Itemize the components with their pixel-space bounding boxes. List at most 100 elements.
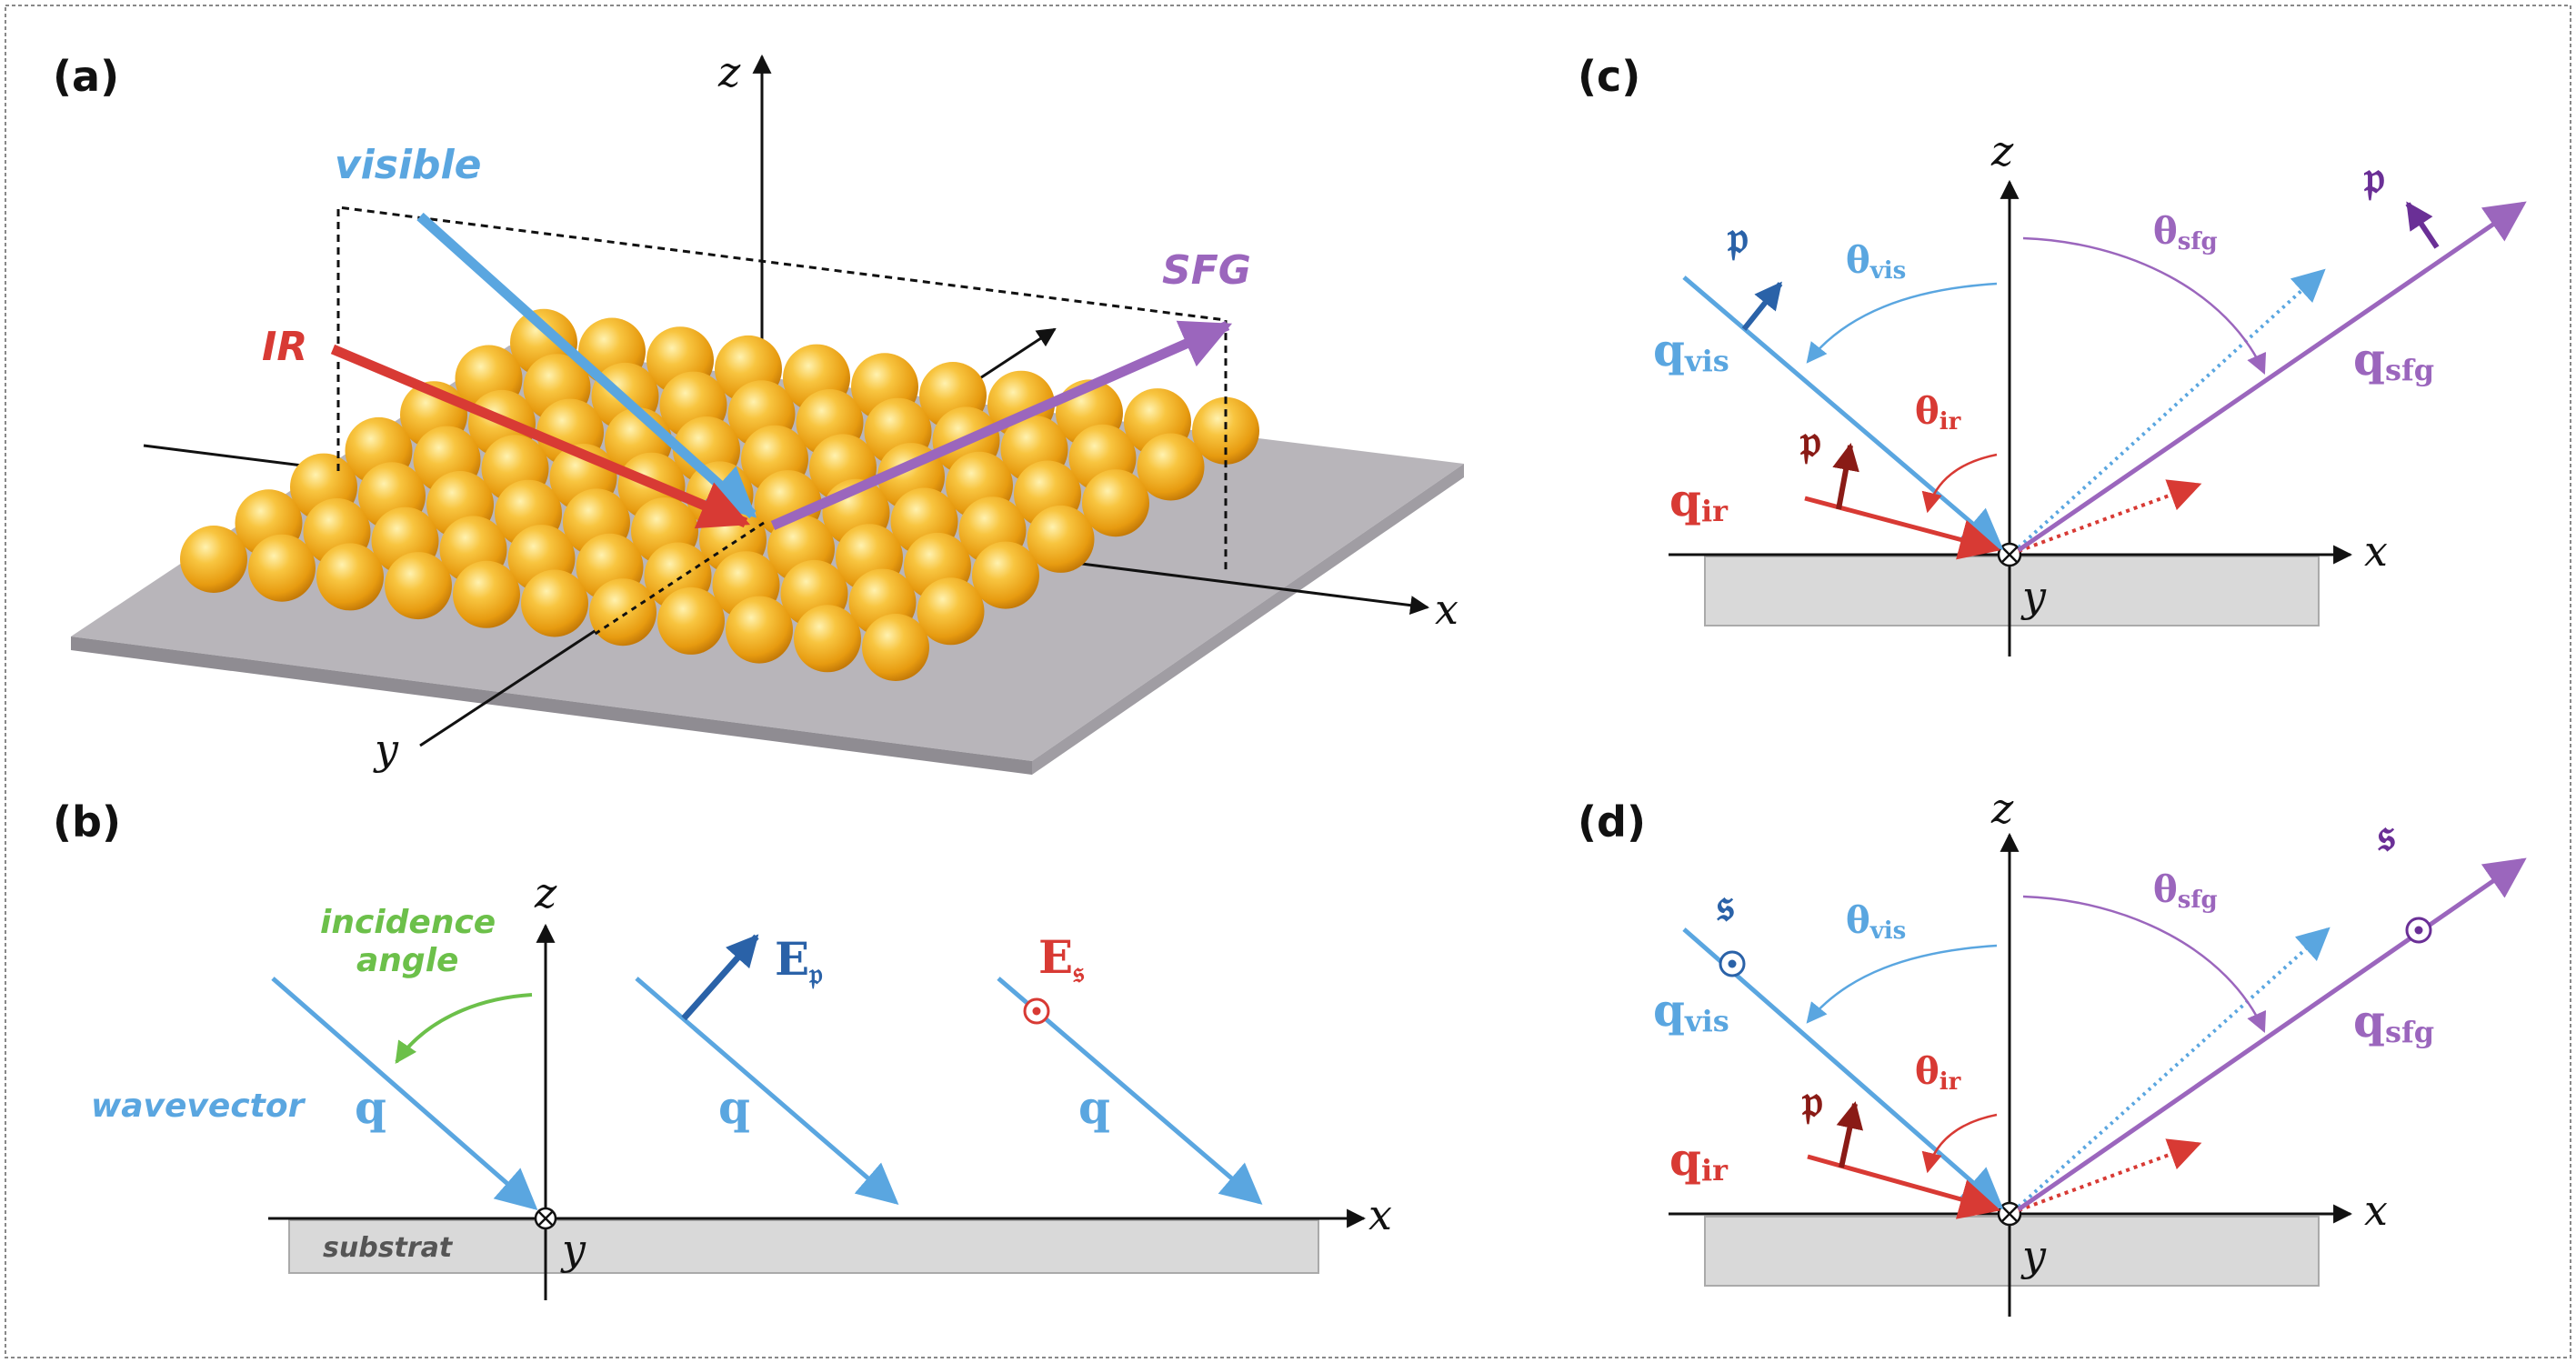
theta-ir-sub-d: ir xyxy=(1940,1068,1961,1096)
q-vis-main-c: q xyxy=(1653,323,1685,376)
substrate-label: substrat xyxy=(323,1232,454,1264)
substrate-rect-c xyxy=(1704,556,2320,626)
es-label-sub: 𝔰 xyxy=(1072,955,1085,989)
y-axis-marker-b xyxy=(534,1207,557,1230)
pol-ir-label-d: 𝔭 xyxy=(1801,1074,1823,1127)
nanoparticle xyxy=(794,605,861,673)
theta-sfg-sub-d: sfg xyxy=(2178,887,2218,914)
incidence-angle-label-1: incidence xyxy=(320,904,496,941)
axis-x-label-d: x xyxy=(2364,1186,2388,1235)
q-ir-sub-c: ir xyxy=(1701,494,1729,528)
q-vis-line-c xyxy=(1682,276,2004,550)
q-ir-main-d: q xyxy=(1669,1132,1701,1186)
panel-c: (c) z x y 𝔭 qvis 𝔭 qir 𝔭 qsfg θvis xyxy=(1578,52,2527,656)
theta-ir-label-d: θir xyxy=(1915,1050,1961,1096)
theta-vis-arc-c xyxy=(1806,282,1998,364)
q-sfg-main-d: q xyxy=(2353,994,2385,1047)
pol-vis-marker-d xyxy=(1719,950,1746,977)
theta-ir-arc-d xyxy=(1921,1113,1998,1174)
q-ir-sub-d: ir xyxy=(1701,1153,1729,1188)
q-sfg-main-c: q xyxy=(2353,332,2385,386)
es-field-marker xyxy=(1023,997,1050,1025)
reflected-vis-dotted-d xyxy=(2017,927,2330,1208)
theta-sfg-arc-d xyxy=(2022,895,2267,1034)
sfg-beam-label: SFG xyxy=(1162,247,1251,294)
plane-of-incidence xyxy=(336,205,1228,575)
q-sfg-label-c: qsfg xyxy=(2353,332,2434,387)
pol-ir-arrow-c xyxy=(1832,443,1859,510)
pol-vis-arrow-c xyxy=(1741,281,1783,331)
theta-sfg-main-d: θ xyxy=(2153,868,2178,911)
q-sfg-line-d xyxy=(2017,857,2527,1212)
q-label-1: q xyxy=(355,1080,386,1134)
pol-sfg-label-d: 𝔰 xyxy=(2377,807,2395,861)
reflected-ir-dotted-c xyxy=(2018,479,2202,553)
theta-vis-label-d: θvis xyxy=(1846,899,1906,945)
pol-vis-label-c: 𝔭 xyxy=(1727,210,1749,264)
figure-border xyxy=(5,5,2571,1358)
q-vis-label-d: qvis xyxy=(1653,983,1729,1038)
substrate-slab-front xyxy=(71,636,1032,775)
q-vis-main-d: q xyxy=(1653,983,1685,1037)
q-sfg-sub-d: sfg xyxy=(2385,1015,2434,1049)
q-ir-label-d: qir xyxy=(1669,1132,1729,1188)
ir-beam xyxy=(330,344,751,529)
theta-ir-main-c: θ xyxy=(1915,390,1940,433)
theta-sfg-label-d: θsfg xyxy=(2153,868,2218,914)
theta-ir-main-d: θ xyxy=(1915,1050,1940,1093)
nanoparticle xyxy=(1027,505,1095,573)
theta-ir-label-c: θir xyxy=(1915,390,1961,436)
pol-vis-label-d: 𝔰 xyxy=(1716,877,1734,931)
nanoparticle xyxy=(1192,396,1259,465)
es-label-main: E xyxy=(1038,930,1073,984)
substrate-rect-b xyxy=(288,1219,1319,1274)
axis-z-label-b: z xyxy=(534,868,557,917)
theta-sfg-arc-c xyxy=(2022,236,2267,376)
panel-d: (d) z x y 𝔰 qvis 𝔭 qir xyxy=(1578,784,2527,1317)
q-vis-label-c: qvis xyxy=(1653,323,1729,378)
wavevector-label: wavevector xyxy=(91,1087,306,1125)
q-label-2: q xyxy=(718,1080,750,1134)
axis-z-label-d: z xyxy=(1990,784,2014,833)
axis-z-label-c: z xyxy=(1990,126,2014,175)
theta-vis-arc-d xyxy=(1806,944,1998,1024)
panel-b-label: (b) xyxy=(53,797,121,847)
reflected-ir-dotted-d xyxy=(2018,1138,2202,1212)
visible-beam xyxy=(416,212,757,519)
axis-x-label: x xyxy=(1435,585,1458,634)
nanoparticle xyxy=(589,578,657,646)
nanoparticle xyxy=(180,526,247,593)
q-sfg-sub-c: sfg xyxy=(2385,353,2434,387)
nanoparticle xyxy=(385,552,452,620)
panel-c-label: (c) xyxy=(1578,52,1640,101)
q-sfg-line-c xyxy=(2017,201,2527,553)
nanoparticle xyxy=(972,541,1039,609)
nanoparticle xyxy=(726,596,793,664)
q-vis-sub-c: vis xyxy=(1684,344,1729,378)
pol-sfg-arrow-c xyxy=(2405,201,2440,249)
nanoparticle xyxy=(453,560,520,628)
axis-x-label-b: x xyxy=(1368,1190,1392,1239)
nanoparticle xyxy=(862,614,929,681)
nanoparticle xyxy=(917,577,985,646)
panel-a: (a) visible IR SFG z x y xyxy=(53,47,1464,775)
y-axis-marker-c xyxy=(1997,542,2022,567)
visible-beam-label: visible xyxy=(335,142,481,188)
nanoparticle xyxy=(248,534,316,602)
q-ir-label-c: qir xyxy=(1669,473,1729,528)
q-vis-sub-d: vis xyxy=(1684,1004,1729,1038)
q-ir-line-d xyxy=(1807,1154,2001,1219)
nanoparticle xyxy=(1082,469,1149,537)
ep-label-sub: 𝔭 xyxy=(808,957,823,991)
es-label: E𝔰 xyxy=(1038,930,1085,989)
y-axis-marker-d xyxy=(1997,1201,2022,1227)
theta-sfg-sub-c: sfg xyxy=(2178,228,2218,256)
theta-ir-arc-c xyxy=(1921,453,1998,514)
pol-sfg-label-c: 𝔭 xyxy=(2363,150,2385,204)
incidence-angle-label-2: angle xyxy=(356,942,458,979)
ep-label: E𝔭 xyxy=(775,932,823,991)
nanoparticle xyxy=(316,543,384,611)
axis-y-label-d: y xyxy=(2020,1231,2047,1280)
panel-b: (b) substrat z x y incidence angle wavev… xyxy=(53,797,1392,1300)
